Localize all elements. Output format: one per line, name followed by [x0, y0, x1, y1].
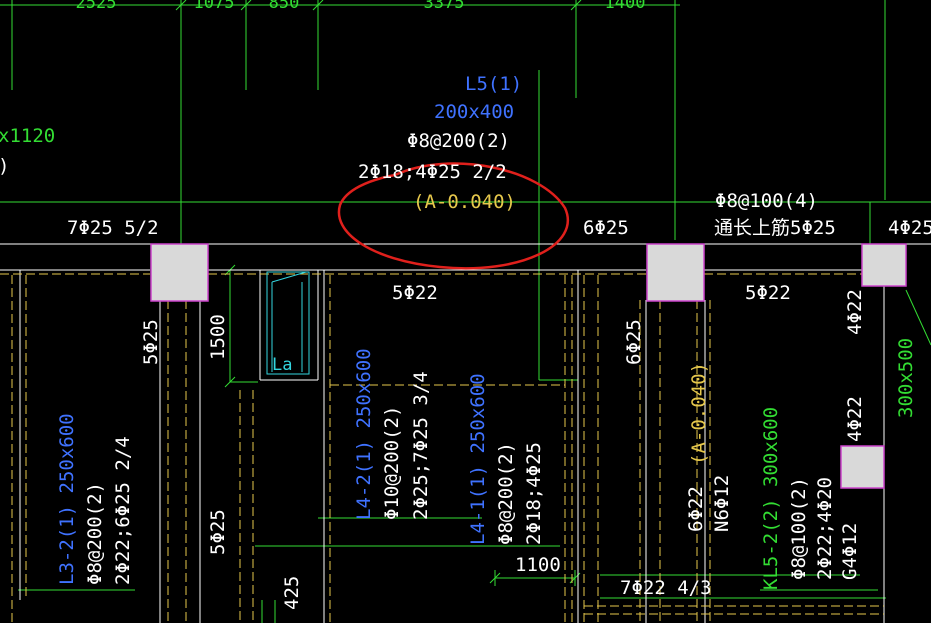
partial-paren-label: ) — [0, 155, 9, 177]
dim-2525: 2525 — [76, 0, 117, 13]
dim-3375: 3375 — [424, 0, 465, 13]
kl5-torsion: N6Φ12 — [711, 475, 733, 532]
kl5-name: KL5-2(2) 300x600 — [760, 407, 782, 590]
dashed-beam-lines — [0, 273, 884, 623]
beam-l4-2-bars: 2Φ25;7Φ25 3/4 — [410, 371, 432, 520]
support-bar-right: 4Φ25 — [888, 217, 931, 239]
beam-l4-1-name: L4-1(1) 250x600 — [467, 373, 489, 545]
beam-l5-name: L5(1) — [465, 73, 522, 95]
bottom-bar-row: 7Φ22 4/3 — [620, 577, 712, 599]
column-1 — [150, 243, 209, 302]
support-bar-left: 7Φ25 5/2 — [67, 217, 159, 239]
kl5-stirrup: Φ8@100(2) — [788, 477, 810, 580]
column-3 — [861, 243, 907, 287]
bottom-bar-left: 5Φ22 — [392, 282, 438, 304]
col-bar-mid: 6Φ25 — [623, 319, 645, 365]
beam-l5-section: 200x400 — [434, 101, 514, 123]
kl5-elevation: (A-0.040) — [688, 362, 710, 465]
beam-l5-elevation: (A-0.040) — [413, 191, 516, 213]
dim-1500: 1500 — [207, 314, 229, 360]
col-bar-right-2: 4Φ22 — [844, 396, 866, 442]
kl5-side: G4Φ12 — [839, 523, 861, 580]
la-detail-box — [266, 271, 310, 375]
dim-425: 425 — [281, 576, 303, 610]
beam-l4-1-stirrup: Φ8@200(2) — [495, 442, 517, 545]
kl5-bars: 2Φ22;4Φ20 — [814, 477, 836, 580]
beam-l4-1-bars: 2Φ18;4Φ25 — [523, 442, 545, 545]
kl5-bars-6: 6Φ22 — [685, 486, 707, 532]
beam-l5-top-rebar: 2Φ18;4Φ25 2/2 — [358, 161, 507, 183]
dim-850: 850 — [269, 0, 300, 13]
dim-1100: 1100 — [515, 554, 561, 576]
col-bar-left-2: 5Φ25 — [207, 509, 229, 555]
beam-l4-2-stirrup: Φ10@200(2) — [381, 406, 403, 520]
beam-l3-2-stirrup: Φ8@200(2) — [84, 482, 106, 585]
frame-beam-continuous: 通长上筋5Φ25 — [714, 217, 836, 239]
bottom-bar-right: 5Φ22 — [745, 282, 791, 304]
beam-l3-2-name: L3-2(1) 250x600 — [56, 413, 78, 585]
columns — [150, 243, 907, 489]
beam-l3-2-bars: 2Φ22;6Φ25 2/4 — [112, 436, 134, 585]
section-300x500: 300x500 — [895, 338, 917, 418]
column-4 — [840, 445, 885, 489]
col-bar-left-1: 5Φ25 — [140, 319, 162, 365]
dim-1075: 1075 — [194, 0, 235, 13]
support-bar-mid: 6Φ25 — [583, 217, 629, 239]
frame-beam-stirrup: Φ8@100(4) — [715, 190, 818, 212]
revision-cloud — [337, 162, 569, 270]
partial-section-label: x1120 — [0, 125, 55, 147]
column-2 — [646, 243, 705, 302]
la-label: La — [272, 355, 292, 375]
beam-l5-stirrup: Φ8@200(2) — [407, 130, 510, 152]
dim-1400: 1400 — [605, 0, 646, 13]
col-bar-right: 4Φ22 — [844, 289, 866, 335]
beam-l4-2-name: L4-2(1) 250x600 — [353, 348, 375, 520]
